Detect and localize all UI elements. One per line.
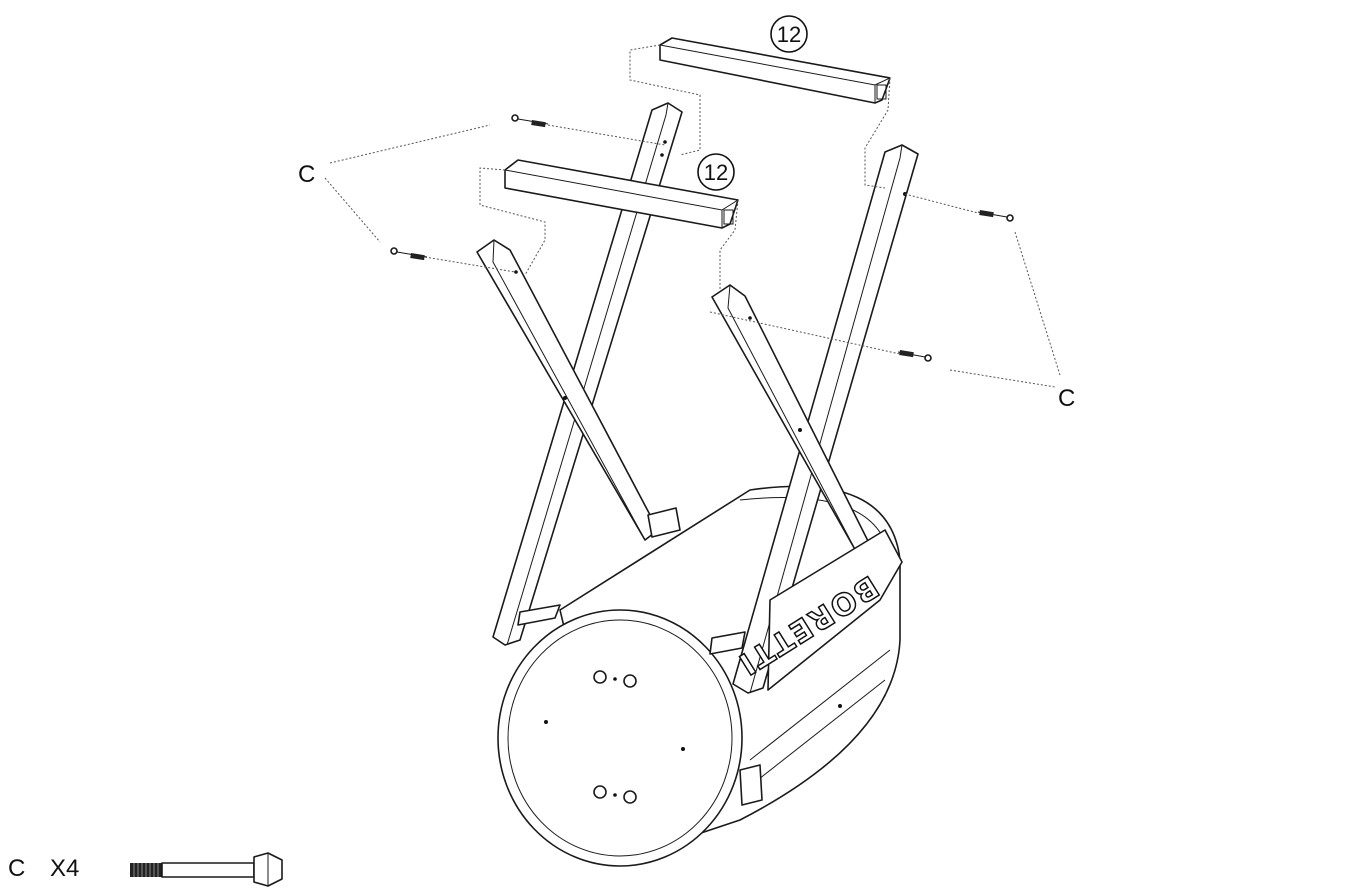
part-label-left: C xyxy=(298,161,315,188)
legend-quantity: X4 xyxy=(50,855,79,882)
callout-lower-bar-text: 12 xyxy=(704,160,728,185)
bolt-lower-right xyxy=(897,350,932,362)
parts-legend: C X4 xyxy=(8,852,283,887)
callout-upper-bar-text: 12 xyxy=(777,22,801,47)
bolt-upper-right xyxy=(977,210,1014,222)
leg-left-back xyxy=(492,102,683,646)
cross-bar-lower xyxy=(504,159,739,229)
mount-bracket xyxy=(647,507,681,538)
lower-cross-tube-right xyxy=(709,631,746,655)
leg-right-front xyxy=(711,284,871,554)
lower-cross-tube-left xyxy=(517,604,561,626)
bolt-lower-left xyxy=(390,247,428,261)
leg-left-front xyxy=(476,239,659,541)
bolt-icon xyxy=(130,852,283,887)
assembly-guides xyxy=(324,44,1061,388)
part-label-right: C xyxy=(1058,385,1075,412)
barrel-end-cap xyxy=(497,609,743,867)
cross-bar-upper xyxy=(659,37,891,104)
legend-part-label: C xyxy=(8,855,25,882)
leg-right-back xyxy=(732,144,919,694)
bolt-upper-left xyxy=(511,114,549,128)
callout-upper-bar: 12 xyxy=(770,15,808,53)
callout-lower-bar: 12 xyxy=(697,153,735,191)
